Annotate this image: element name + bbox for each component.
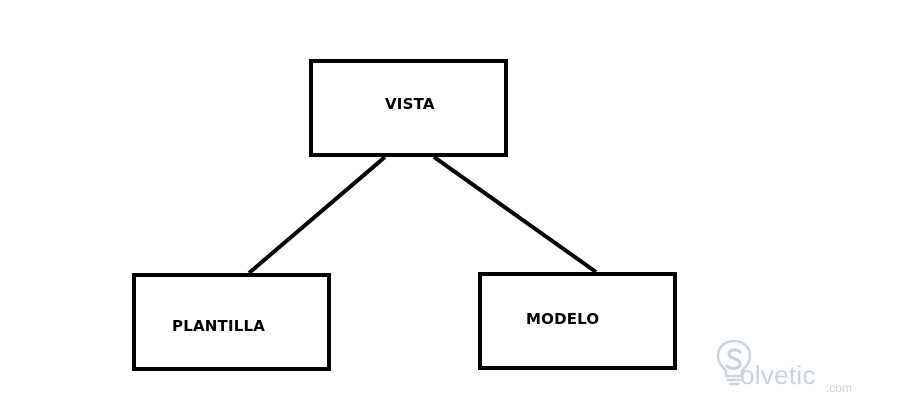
node-modelo: MODELO [478,272,677,370]
lightbulb-s-logo-icon [716,339,752,386]
node-modelo-label: MODELO [526,310,600,328]
solvetic-watermark: olvetic .com [714,338,884,398]
watermark-domain-suffix: .com [826,381,853,395]
node-vista: VISTA [309,59,508,157]
node-plantilla: PLANTILLA [132,273,331,371]
edge-vista-modelo [432,155,598,274]
watermark-brand-text: olvetic [740,360,816,390]
node-plantilla-label: PLANTILLA [172,317,266,335]
node-vista-label: VISTA [385,95,435,113]
edge-vista-plantilla [247,155,387,275]
